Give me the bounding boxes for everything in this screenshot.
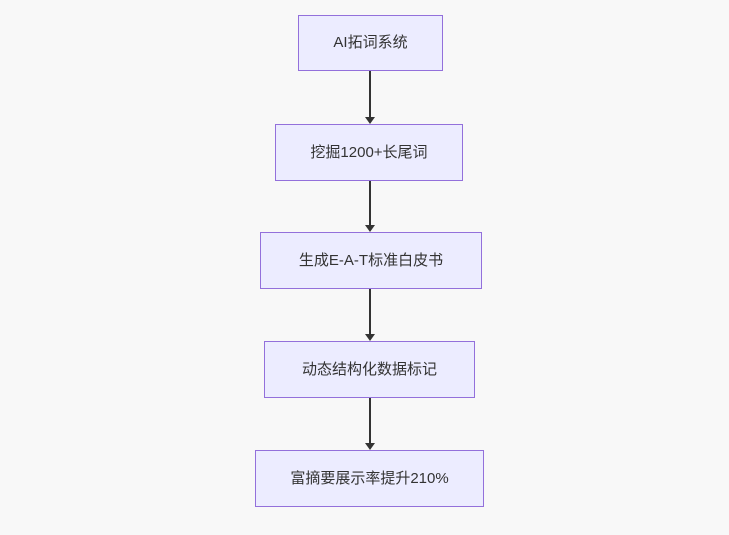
flow-node-longtail-keywords: 挖掘1200+长尾词 [275,124,463,181]
flow-node-label: 挖掘1200+长尾词 [310,143,428,161]
edge-line [369,398,371,444]
edge-arrow-d-e [364,398,376,450]
arrowhead-down-icon [365,117,375,124]
edge-line [369,181,371,226]
edge-arrow-c-d [364,289,376,341]
flow-node-label: 生成E-A-T标准白皮书 [298,251,444,269]
flow-node-eat-whitepaper: 生成E-A-T标准白皮书 [260,232,482,289]
flow-node-label: AI拓词系统 [333,34,408,51]
edge-line [369,71,371,118]
arrowhead-down-icon [365,225,375,232]
edge-arrow-a-b [364,71,376,124]
flow-node-label: 动态结构化数据标记 [301,360,437,378]
arrowhead-down-icon [365,334,375,341]
edge-line [369,289,371,335]
flow-node-rich-snippet-rate: 富摘要展示率提升210% [255,450,484,507]
arrowhead-down-icon [365,443,375,450]
flow-node-ai-keyword-system: AI拓词系统 [298,15,443,71]
flow-node-structured-data-markup: 动态结构化数据标记 [264,341,475,398]
flow-node-label: 富摘要展示率提升210% [290,469,449,487]
edge-arrow-b-c [364,181,376,232]
